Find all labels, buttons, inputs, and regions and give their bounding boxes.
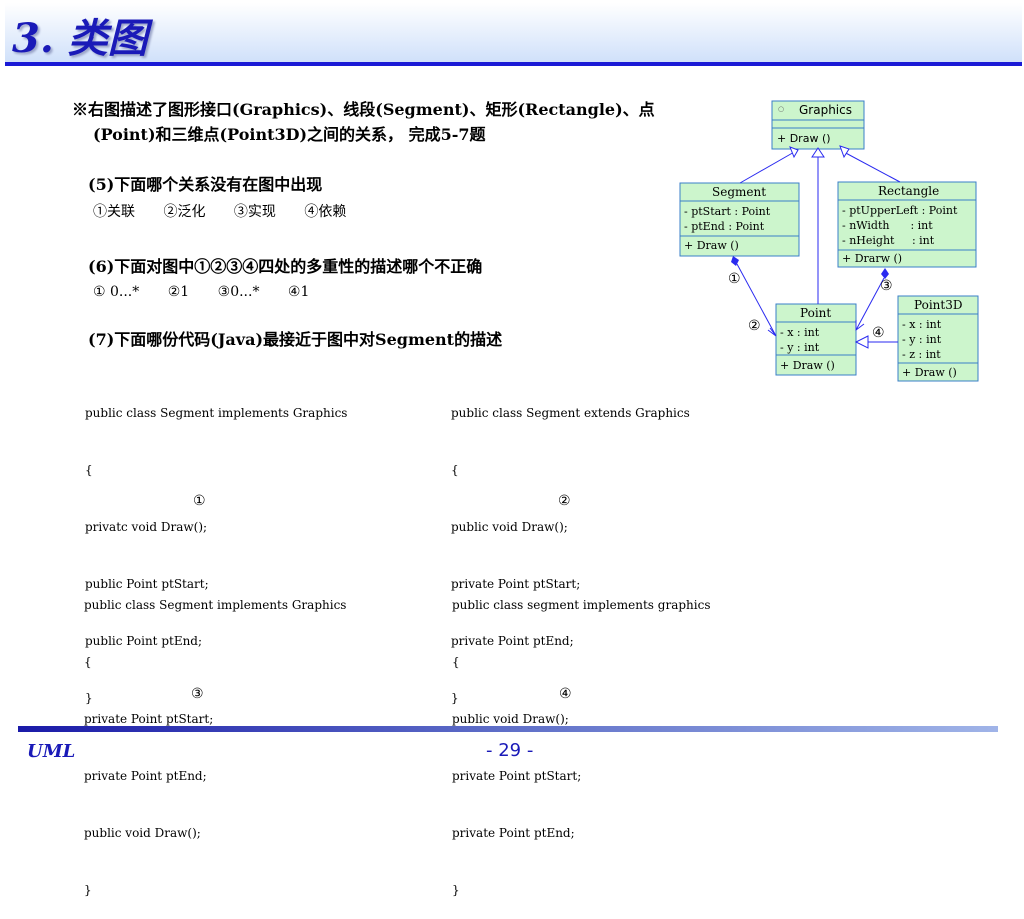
code-line: public void Draw(); — [451, 520, 568, 534]
code-line: private Point ptEnd; — [452, 826, 575, 840]
class-op: + Draw () — [777, 132, 831, 145]
question-6-options: ① 0...* ②1 ③0...* ④1 — [93, 284, 333, 300]
option-text: ①关联 — [93, 204, 135, 220]
code-block-1: public class Segment implements Graphics… — [85, 366, 347, 727]
class-op: + Drarw () — [842, 252, 902, 265]
intro-line-1: ※右图描述了图形接口(Graphics)、线段(Segment)、矩形(Rect… — [72, 100, 655, 119]
code-line: { — [451, 463, 459, 477]
slide-title: 3. 类图 — [12, 15, 148, 62]
code-label-3: ③ — [191, 686, 204, 702]
question-5-options: ①关联 ②泛化 ③实现 ④依赖 — [93, 201, 370, 221]
code-line: { — [452, 655, 460, 669]
question-5: (5)下面哪个关系没有在图中出现 — [88, 175, 323, 194]
code-label-1: ① — [193, 493, 206, 509]
association-rectangle-point — [855, 268, 889, 331]
class-name: Rectangle — [878, 184, 939, 198]
code-label-4: ④ — [559, 686, 572, 702]
code-line: private Point ptStart; — [451, 577, 581, 591]
class-point3d: Point3D - x : int - y : int - z : int + … — [897, 295, 979, 382]
code-line: private Point ptEnd; — [451, 634, 574, 648]
class-attr: - ptUpperLeft : Point — [842, 204, 958, 217]
code-line: public void Draw(); — [84, 826, 201, 840]
class-segment: Segment - ptStart : Point - ptEnd : Poin… — [679, 182, 800, 257]
class-graphics: ○ Graphics + Draw () — [771, 100, 865, 150]
code-line: public Point ptStart; — [85, 577, 209, 591]
question-6: (6)下面对图中①②③④四处的多重性的描述哪个不正确 — [88, 257, 483, 276]
option-text: ②泛化 — [163, 204, 206, 220]
code-label-2: ② — [558, 493, 571, 509]
code-line: private Point ptEnd; — [84, 769, 207, 783]
title-underline — [5, 62, 1022, 66]
code-line: { — [84, 655, 92, 669]
code-line: } — [451, 691, 459, 705]
marker-3: ③ — [880, 278, 893, 294]
marker-2: ② — [748, 318, 761, 334]
option-text: ④1 — [287, 284, 310, 300]
class-attr: - z : int — [902, 348, 941, 361]
code-line: public void Draw(); — [452, 712, 569, 726]
class-attr: - ptStart : Point — [684, 205, 771, 218]
option-text: ① 0...* — [93, 284, 140, 300]
code-line: public class Segment implements Graphics — [85, 406, 348, 420]
class-point: Point - x : int - y : int + Draw () — [775, 303, 857, 376]
class-name: Point — [800, 306, 831, 320]
class-attr: - ptEnd : Point — [684, 220, 765, 233]
footer-course: UML — [27, 741, 76, 762]
question-7: (7)下面哪份代码(Java)最接近于图中对Segment的描述 — [88, 330, 503, 349]
class-attr: - nHeight : int — [842, 234, 935, 247]
code-line: { — [85, 463, 93, 477]
interface-icon: ○ — [778, 105, 784, 113]
code-line: public Point ptEnd; — [85, 634, 203, 648]
class-attr: - y : int — [902, 333, 942, 346]
class-attr: - x : int — [780, 326, 820, 339]
code-line: public class Segment extends Graphics — [451, 406, 690, 420]
code-line: privatc void Draw(); — [85, 520, 208, 534]
code-line: public class Segment implements Graphics — [84, 598, 347, 612]
code-block-2: public class Segment extends Graphics { … — [451, 366, 690, 727]
class-rectangle: Rectangle - ptUpperLeft : Point - nWidth… — [837, 181, 977, 268]
code-line: } — [84, 883, 92, 897]
class-op: + Draw () — [902, 366, 957, 379]
code-line: public class segment implements graphics — [452, 598, 711, 612]
page-number: - 29 - — [486, 740, 534, 761]
uml-class-diagram: ○ Graphics + Draw () Segment - ptStart :… — [679, 100, 979, 382]
option-text: ③0...* — [217, 284, 260, 300]
marker-1: ① — [728, 271, 741, 287]
association-segment-point — [731, 256, 777, 337]
class-attr: - nWidth : int — [842, 219, 933, 232]
code-line: } — [452, 883, 460, 897]
class-name: Point3D — [914, 298, 962, 312]
option-text: ③实现 — [233, 204, 276, 220]
class-attr: - x : int — [902, 318, 942, 331]
code-line: } — [85, 691, 93, 705]
title-bar — [5, 3, 1022, 63]
intro-line-2: (Point)和三维点(Point3D)之间的关系， 完成5-7题 — [93, 125, 486, 144]
class-name: Segment — [712, 185, 766, 199]
generalization-point3d-point — [854, 335, 898, 349]
class-attr: - y : int — [780, 341, 820, 354]
code-line: private Point ptStart; — [452, 769, 582, 783]
class-op: + Draw () — [780, 359, 835, 372]
code-line: private Point ptStart; — [84, 712, 214, 726]
footer-bar — [18, 726, 998, 732]
option-text: ④依赖 — [304, 204, 347, 220]
option-text: ②1 — [167, 284, 190, 300]
class-op: + Draw () — [684, 239, 739, 252]
relations-to-graphics — [739, 145, 901, 304]
marker-4: ④ — [872, 325, 885, 341]
class-name: Graphics — [799, 103, 852, 117]
